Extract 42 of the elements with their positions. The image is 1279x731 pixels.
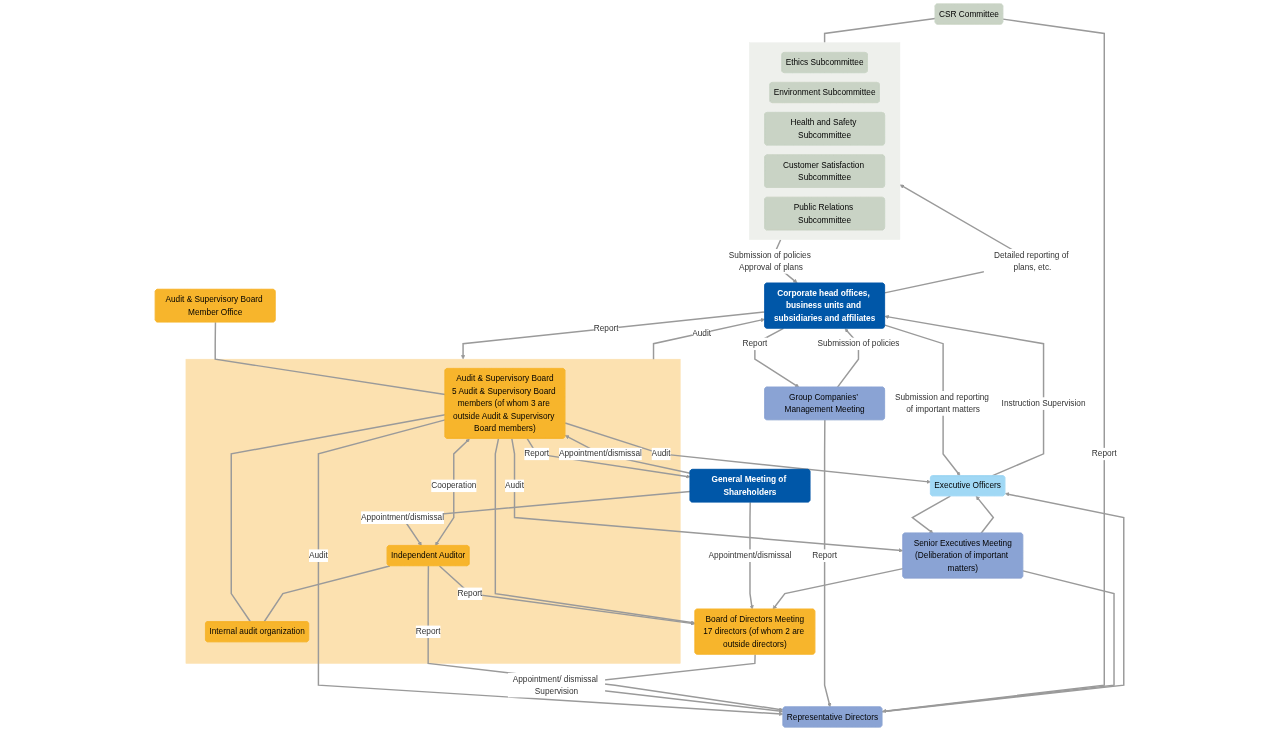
arrow: [438, 565, 696, 626]
edge-label: Submission and reporting of important matters: [894, 392, 989, 415]
edge-label: Appointment/dismissal: [361, 512, 445, 523]
edge-label: Report: [415, 626, 441, 637]
arrow: [823, 419, 832, 708]
edge-label: Report: [812, 550, 838, 561]
arrow: [564, 422, 931, 484]
arrow: [435, 438, 470, 546]
connector: [214, 321, 446, 396]
cluster: [185, 358, 681, 664]
edge-label: Audit: [505, 480, 524, 491]
arrow: [772, 567, 904, 610]
arrow: [749, 501, 754, 610]
edge-label: Audit: [308, 550, 328, 561]
connector: [263, 565, 391, 623]
edge-label: Report: [457, 588, 483, 599]
arrow: [911, 495, 952, 534]
edge-label: Audit: [692, 328, 712, 338]
edge-label: Appointment/dismissal: [708, 550, 792, 561]
edge-label: Appointment/dismissal: [558, 449, 642, 459]
arrow: [564, 435, 691, 474]
edge-label: Report: [742, 338, 768, 349]
edge-label: Audit: [651, 449, 671, 459]
edge-label: Report: [524, 449, 550, 459]
arrow: [652, 317, 766, 360]
cluster: [749, 42, 901, 240]
edge-label: Submission of policies: [817, 338, 900, 349]
edge-label: Report: [1091, 449, 1117, 459]
edge-label: Cooperation: [431, 480, 477, 491]
connector: [230, 414, 446, 623]
connector: [823, 17, 936, 44]
arrow: [494, 437, 696, 625]
edge-label: Appointment/ dismissal Supervision: [512, 674, 598, 696]
arrow: [526, 437, 691, 479]
edge-label: Detailed reporting of plans, etc.: [993, 250, 1069, 273]
edge-label: Submission of policies Approval of plans: [728, 250, 811, 273]
edge-label: Instruction Supervision: [1001, 398, 1086, 408]
arrow: [975, 495, 995, 534]
arrow: [460, 311, 766, 360]
arrow: [511, 437, 904, 553]
edge-label: Report: [593, 323, 619, 334]
arrow: [881, 492, 1125, 713]
